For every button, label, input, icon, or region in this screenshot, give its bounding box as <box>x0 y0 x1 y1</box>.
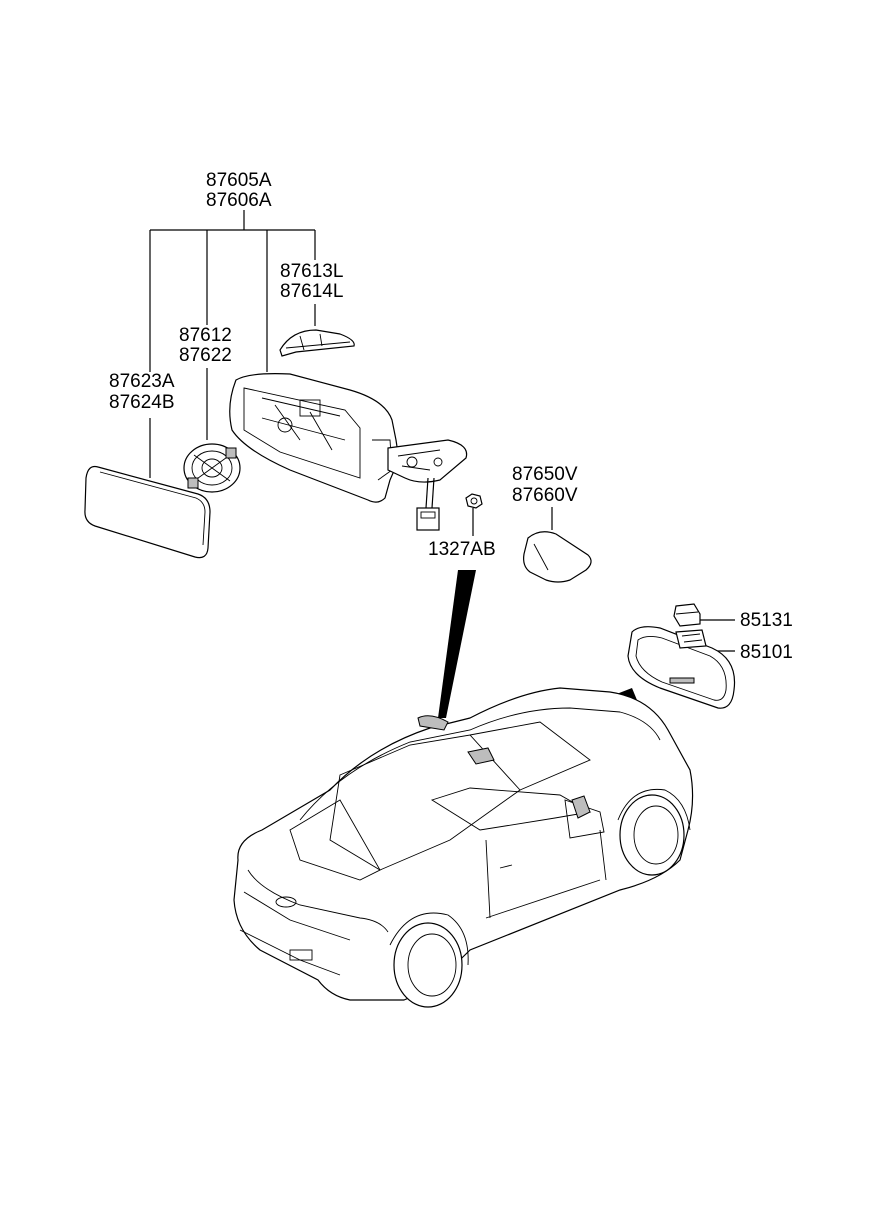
car-illustration <box>233 687 694 1008</box>
label-87623A: 87623A <box>109 371 175 392</box>
inside-mirror-cover <box>673 603 701 627</box>
nut <box>465 493 483 509</box>
mirror-cover <box>279 329 355 357</box>
label-87614L: 87614L <box>280 281 343 302</box>
label-85131: 85131 <box>740 610 793 631</box>
label-87612: 87612 <box>179 325 232 346</box>
mirror-glass <box>84 465 211 559</box>
mirror-garnish <box>523 531 592 583</box>
label-87606A: 87606A <box>206 190 272 211</box>
mirror-actuator <box>183 443 241 493</box>
mirror-housing <box>229 373 468 531</box>
label-1327AB: 1327AB <box>428 539 496 560</box>
label-87613L: 87613L <box>280 261 343 282</box>
label-87650V: 87650V <box>512 464 578 485</box>
leader-lines <box>149 210 735 652</box>
label-87624B: 87624B <box>109 392 175 413</box>
label-87605A: 87605A <box>206 170 272 191</box>
inside-mirror <box>627 626 736 709</box>
label-85101: 85101 <box>740 642 793 663</box>
label-87622: 87622 <box>179 345 232 366</box>
label-87660V: 87660V <box>512 485 578 506</box>
